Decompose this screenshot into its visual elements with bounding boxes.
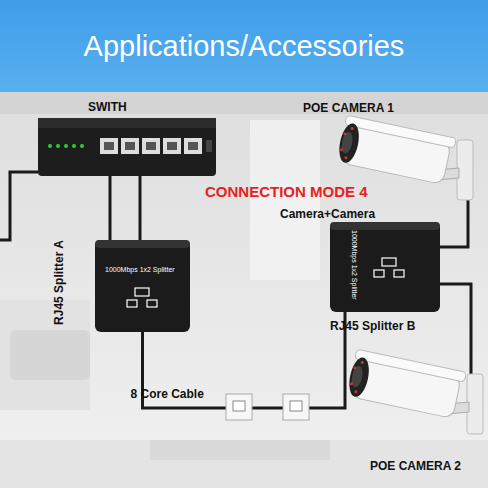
device-label: POE CAMERA 2	[370, 460, 461, 473]
device-print: 1000Mbps 1x2 Splitter	[350, 230, 358, 300]
rj45-splitter-art	[330, 222, 440, 312]
mode-heading: CONNECTION MODE 4	[205, 184, 368, 201]
cable-line	[139, 176, 142, 240]
poe-camera: POE CAMERA 2	[335, 352, 483, 447]
network-switch: SWITH	[38, 118, 216, 176]
device-label: RJ45 Splitter B	[330, 320, 415, 333]
cable	[140, 176, 141, 240]
title-band: Applications/Accessories	[0, 0, 488, 92]
title: Applications/Accessories	[84, 30, 405, 63]
rj45-splitter-art	[95, 240, 190, 332]
rj45-splitter: RJ45 Splitter A1000Mbps 1x2 Splitter	[95, 240, 190, 332]
edge-label: 8 Core Cable	[131, 388, 204, 401]
mode-subheading: Camera+Camera	[280, 208, 375, 221]
network-switch-art	[38, 118, 216, 176]
cable-line	[109, 176, 112, 240]
wall-plates	[226, 394, 309, 420]
device-print: 1000Mbps 1x2 Splitter	[105, 266, 175, 274]
device-label: POE CAMERA 1	[303, 102, 394, 115]
device-label: SWITH	[88, 101, 127, 114]
rj45-splitter: RJ45 Splitter B1000Mbps 1x2 Splitter	[330, 222, 440, 312]
device-label: RJ45 Splitter A	[53, 240, 66, 325]
cable	[110, 176, 111, 240]
poe-camera-art	[335, 352, 483, 447]
